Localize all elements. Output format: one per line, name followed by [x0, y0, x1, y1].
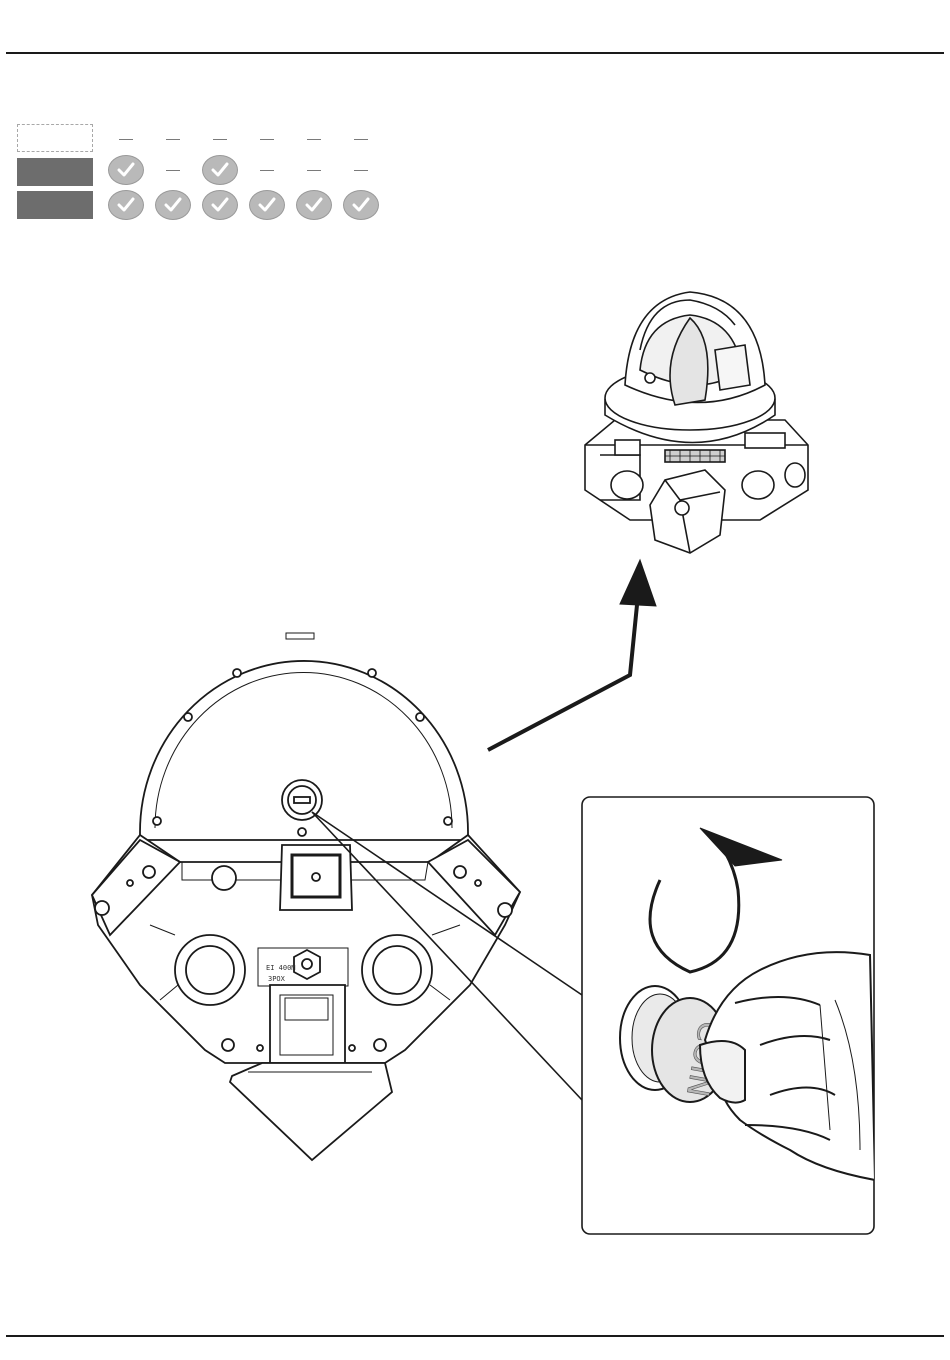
assembly-arrow: [488, 560, 656, 750]
assembled-camera-drawing: [585, 292, 808, 553]
base-label-line2: 3POX: [268, 975, 286, 983]
footer-rule: [6, 1335, 944, 1337]
base-bottom-view: [92, 633, 520, 1160]
base-label-line1: EI 400M: [266, 964, 296, 972]
